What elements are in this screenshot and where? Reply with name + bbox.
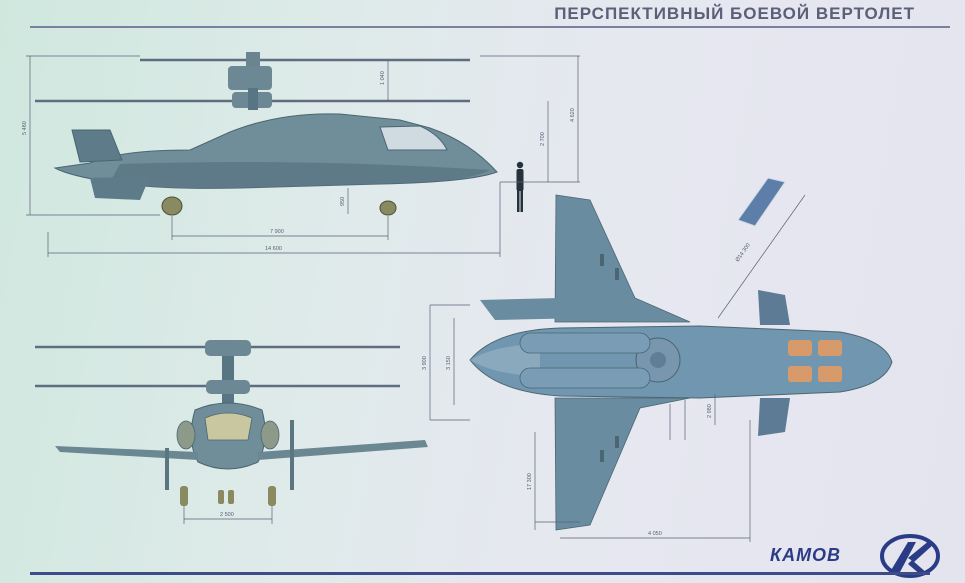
top-tail-fin-upper	[758, 290, 790, 325]
rotor-blade-detail	[737, 177, 786, 227]
top-view: Ø14 300 3 900 3 150 17 300 2 980 4 050	[422, 177, 893, 542]
dim-total-length: 14 600	[265, 246, 282, 252]
side-view: 5 480 1 040 2 700 4 620 950 7 900 14 600	[22, 52, 580, 257]
top-cockpit-panel	[788, 340, 812, 356]
kamov-logo-icon	[880, 534, 940, 578]
dim-overall-height: 4 620	[570, 108, 576, 122]
front-canopy	[204, 412, 253, 441]
top-upper-wing	[554, 194, 691, 323]
dim-fuselage-width: 3 900	[422, 356, 428, 370]
side-rotor-hub	[228, 66, 272, 90]
header-divider	[30, 26, 950, 28]
dim-track: 2 500	[220, 512, 234, 518]
page-title: ПЕРСПЕКТИВНЫЙ БОЕВОЙ ВЕРТОЛЕТ	[554, 4, 915, 23]
side-canopy	[379, 125, 448, 151]
footer-divider	[30, 572, 930, 575]
brand-name: КАМОВ	[770, 545, 842, 565]
dim-rotor-diameter: Ø14 300	[735, 242, 752, 263]
front-left-wing	[55, 446, 198, 460]
dim-tailplane-span: 2 980	[707, 404, 713, 418]
dim-wheelbase: 7 900	[270, 229, 284, 235]
top-lower-wing	[554, 397, 691, 531]
dim-tail-length: 4 050	[648, 531, 662, 537]
top-tail-fin-lower	[758, 398, 790, 436]
front-view: 2 500	[35, 340, 428, 524]
dim-wing-half-span: 17 300	[527, 473, 533, 490]
dim-gear-height: 950	[340, 197, 346, 206]
side-main-wheel	[161, 196, 183, 216]
dim-fuselage-inner: 3 150	[446, 356, 452, 370]
dim-rotor-spacing: 1 040	[380, 71, 386, 85]
side-tail-fin	[71, 129, 123, 163]
dim-tail-fin-height: 2 700	[540, 132, 546, 146]
human-scale-figure	[516, 161, 524, 212]
side-rear-wheel	[379, 200, 397, 216]
dim-total-height: 5 480	[22, 121, 28, 135]
front-right-wing	[258, 440, 428, 460]
